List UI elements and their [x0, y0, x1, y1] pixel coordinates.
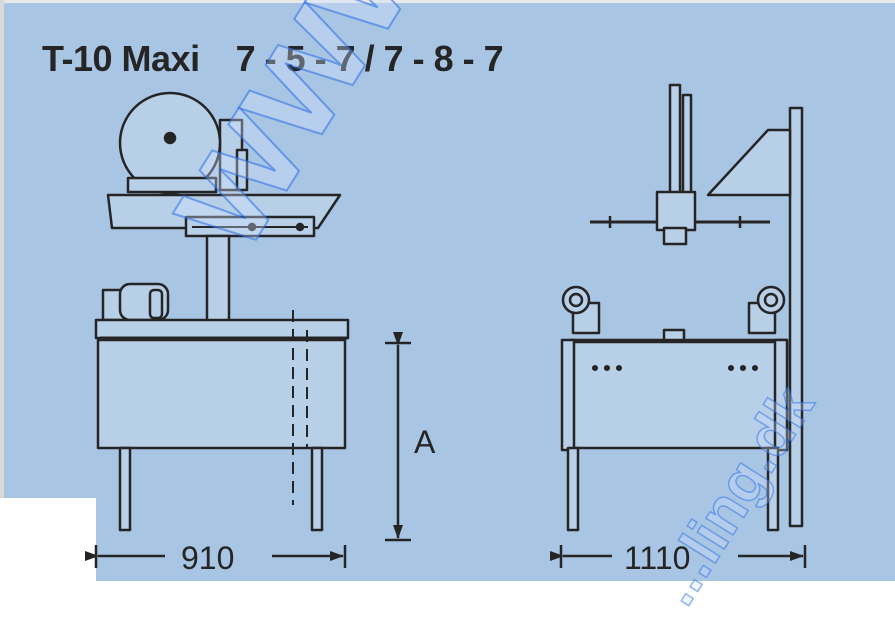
front-leg-left [566, 446, 580, 532]
configuration-code: 7 - 5 - 7 / 7 - 8 - 7 [235, 38, 504, 79]
side-cabinet [96, 338, 347, 450]
model-name: T-10 Maxi [42, 38, 200, 79]
front-roller-left [561, 285, 601, 335]
side-leg-left [118, 446, 132, 532]
dimension-front-width-line [550, 545, 807, 568]
front-leg-right [766, 446, 780, 532]
front-width-label: 1110 [624, 540, 691, 576]
left-border [0, 0, 4, 500]
side-leg-right [310, 446, 324, 532]
side-motor [118, 91, 249, 195]
side-table-top [94, 318, 350, 340]
dimension-side-width-line [85, 545, 347, 568]
front-roller-right [747, 285, 786, 335]
dimension-a-label: A [414, 424, 436, 460]
front-top-head [706, 128, 792, 197]
side-width-label: 910 [181, 540, 235, 576]
front-cabinet [561, 340, 789, 450]
front-tape-arm [590, 83, 770, 246]
drawing-title: T-10 Maxi 7 - 5 - 7 / 7 - 8 - 7 [42, 38, 504, 80]
side-column [205, 234, 231, 324]
machine-drawing [85, 83, 807, 568]
side-view [94, 91, 350, 532]
front-mast [788, 106, 804, 528]
corner-blank [0, 498, 96, 581]
dimension-a-line [385, 332, 411, 542]
side-gear-motor [101, 282, 170, 322]
front-view [560, 83, 804, 532]
